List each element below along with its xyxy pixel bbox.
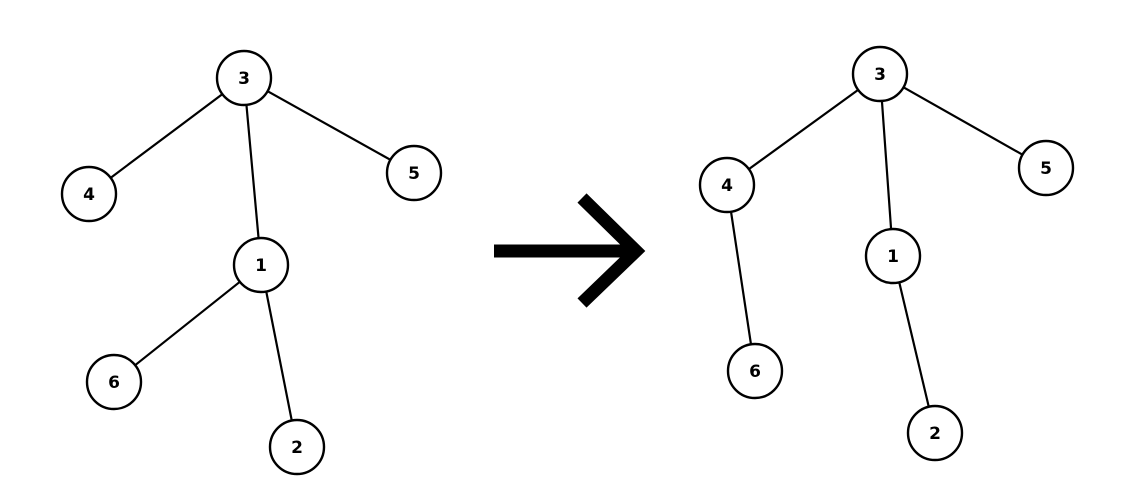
node-before-4: 4 bbox=[60, 165, 118, 223]
edge-before-1-2 bbox=[265, 290, 293, 422]
node-before-1: 1 bbox=[232, 236, 290, 294]
node-before-2: 2 bbox=[268, 418, 326, 476]
arrow-right-icon bbox=[494, 193, 646, 308]
node-after-3: 3 bbox=[851, 45, 909, 103]
edge-after-4-6 bbox=[729, 210, 753, 346]
edge-before-3-4 bbox=[109, 93, 224, 179]
node-circle bbox=[60, 165, 118, 223]
node-circle bbox=[385, 144, 443, 202]
tree-after: 3 4 5 1 6 2 bbox=[698, 45, 1075, 462]
node-before-5: 5 bbox=[385, 144, 443, 202]
node-label: 5 bbox=[408, 164, 420, 184]
node-label: 4 bbox=[721, 176, 733, 196]
node-label: 6 bbox=[749, 362, 761, 382]
edge-after-1-2 bbox=[898, 281, 930, 408]
edge-before-1-6 bbox=[134, 280, 241, 367]
node-circle bbox=[232, 236, 290, 294]
node-after-5: 5 bbox=[1017, 139, 1075, 197]
node-after-2: 2 bbox=[906, 404, 964, 462]
node-label: 1 bbox=[255, 256, 267, 276]
node-circle bbox=[698, 156, 756, 214]
node-after-4: 4 bbox=[698, 156, 756, 214]
node-circle bbox=[215, 49, 273, 107]
tree-before: 3 4 5 1 6 2 bbox=[60, 49, 443, 476]
arrow-head bbox=[577, 193, 646, 308]
node-circle bbox=[906, 404, 964, 462]
node-label: 3 bbox=[238, 69, 250, 89]
node-label: 4 bbox=[83, 185, 95, 205]
node-label: 5 bbox=[1040, 159, 1052, 179]
node-circle bbox=[864, 227, 922, 285]
node-after-6: 6 bbox=[726, 342, 784, 400]
edge-after-3-4 bbox=[747, 88, 860, 171]
node-label: 2 bbox=[291, 438, 303, 458]
edge-after-3-1 bbox=[880, 99, 893, 231]
node-circle bbox=[85, 353, 143, 411]
edge-before-3-1 bbox=[245, 103, 260, 240]
node-before-3: 3 bbox=[215, 49, 273, 107]
edge-before-3-5 bbox=[266, 90, 392, 161]
node-circle bbox=[1017, 139, 1075, 197]
node-before-6: 6 bbox=[85, 353, 143, 411]
node-circle bbox=[851, 45, 909, 103]
node-label: 1 bbox=[887, 247, 899, 267]
node-circle bbox=[726, 342, 784, 400]
node-after-1: 1 bbox=[864, 227, 922, 285]
node-circle bbox=[268, 418, 326, 476]
node-label: 2 bbox=[929, 424, 941, 444]
edge-after-3-5 bbox=[902, 86, 1024, 156]
node-label: 6 bbox=[108, 373, 120, 393]
node-label: 3 bbox=[874, 65, 886, 85]
